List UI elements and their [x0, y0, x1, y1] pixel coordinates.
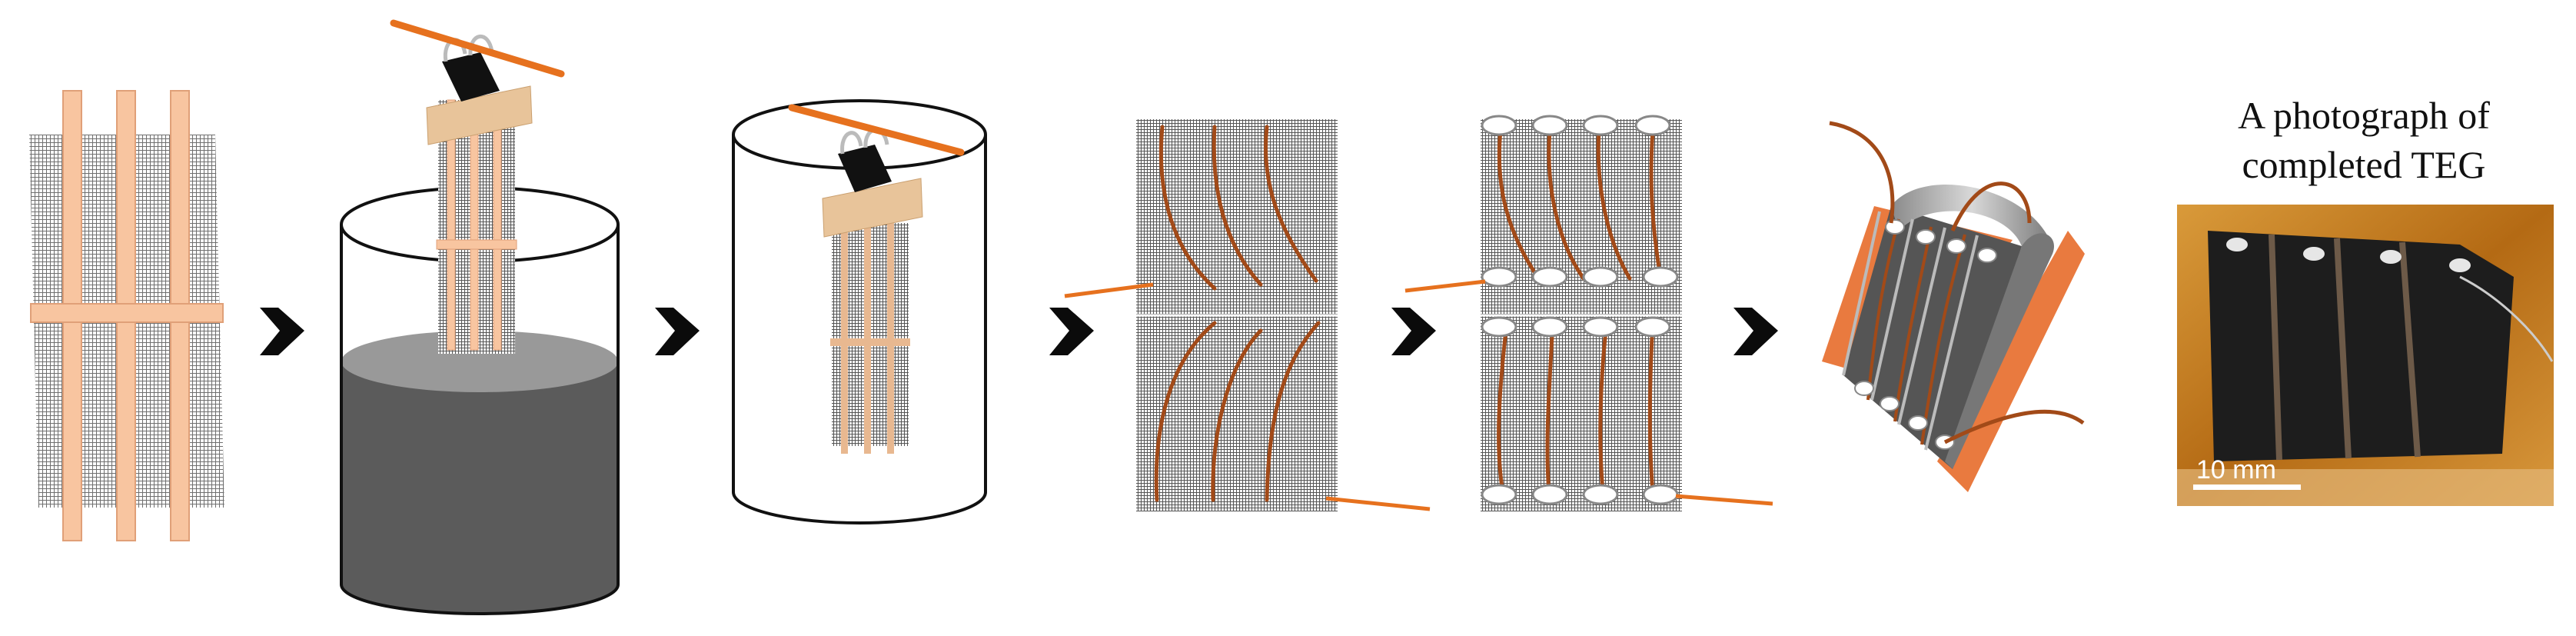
teg-black-strips	[2208, 231, 2514, 461]
tape-strip-horizontal	[30, 303, 224, 323]
hanging-rod	[788, 104, 965, 156]
photo-completed-teg: 10 mm	[2177, 205, 2554, 506]
lead-wire-left	[1404, 279, 1486, 293]
panel-drying	[732, 99, 987, 524]
panel-folded-module	[1822, 121, 2085, 492]
panel-contacts	[1404, 115, 1773, 511]
caption-line-2: completed TEG	[2242, 143, 2486, 186]
lead-wire-bottom	[1943, 409, 2085, 445]
module-fold	[1891, 185, 2052, 246]
liquid-surface	[341, 331, 618, 392]
photo-caption: A photograph of completed TEG	[2152, 91, 2575, 189]
photo-contacts	[2226, 238, 2471, 272]
wires	[1154, 125, 1321, 502]
process-arrow-icon	[1049, 308, 1094, 355]
panel-fabric-with-tape	[29, 90, 224, 541]
scale-bar-label: 10 mm	[2196, 455, 2276, 484]
hanging-rod	[390, 19, 565, 78]
caption-line-1: A photograph of	[2238, 94, 2490, 137]
lead-wire-left	[1064, 282, 1154, 298]
process-arrow-icon	[260, 308, 304, 355]
silver-paste-contacts	[1481, 115, 1679, 505]
process-arrow-icon	[1391, 308, 1436, 355]
lead-wire-right	[1675, 494, 1773, 506]
process-arrow-icon	[1733, 308, 1778, 355]
liquid-body	[341, 361, 618, 614]
lead-wire-right	[1325, 496, 1431, 511]
scale-bar	[2193, 484, 2301, 490]
process-arrow-icon	[655, 308, 700, 355]
panel-dip-coating	[340, 19, 620, 615]
lead-wire-top	[1829, 121, 1895, 224]
panel-wiring	[1064, 119, 1431, 511]
